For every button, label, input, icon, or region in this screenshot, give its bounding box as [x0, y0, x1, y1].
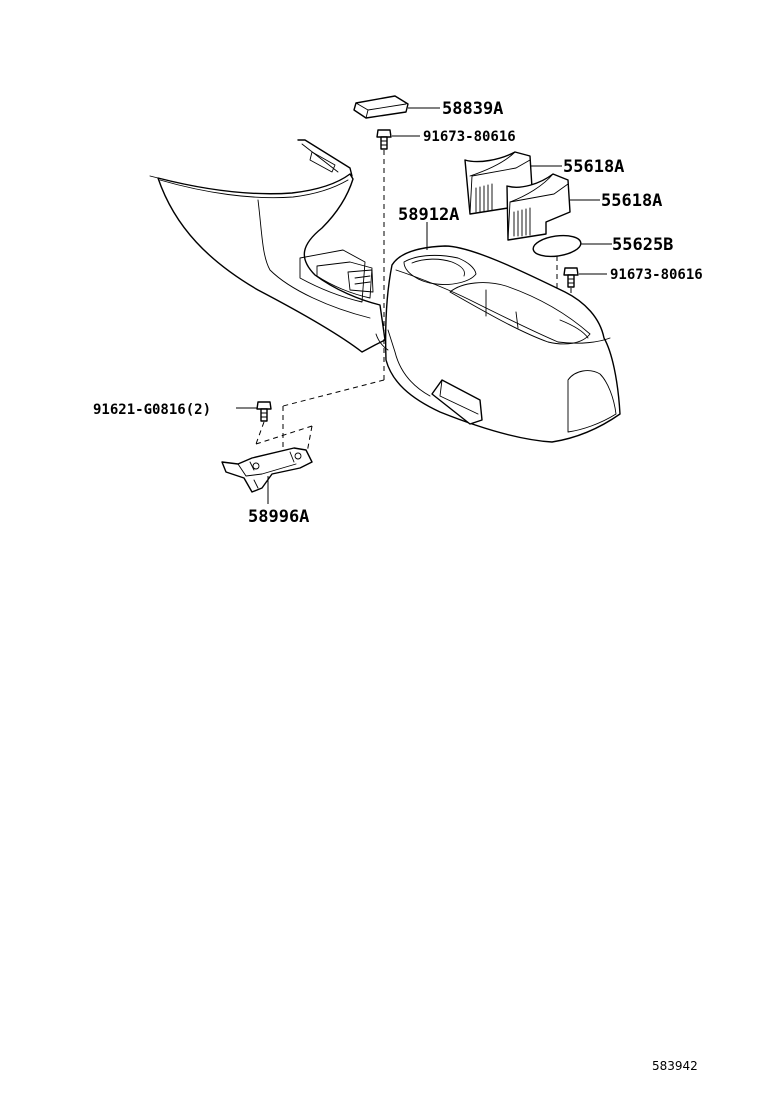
label-58996A: 58996A — [248, 507, 309, 527]
label-91673-right: 91673-80616 — [610, 267, 703, 283]
cap-58839A — [353, 95, 409, 119]
label-58912A: 58912A — [398, 205, 459, 225]
bracket-58996A — [221, 447, 313, 493]
screw-91673-right — [563, 267, 579, 288]
bolt-91621 — [256, 401, 272, 422]
label-55618A-upper: 55618A — [563, 157, 624, 177]
front-console-panel — [149, 139, 386, 353]
label-91621: 91621-G0816(2) — [93, 402, 211, 418]
mat-55625B — [532, 234, 582, 258]
label-55618A-lower: 55618A — [601, 191, 662, 211]
label-58839A: 58839A — [442, 99, 503, 119]
cupholder-55618A-lower — [506, 173, 571, 241]
illustration-ref-number: 583942 — [652, 1059, 698, 1073]
label-55625B: 55625B — [612, 235, 673, 255]
cupholder-55618A-upper — [464, 151, 533, 215]
screw-91673-top — [376, 129, 392, 150]
label-91673-top: 91673-80616 — [423, 129, 516, 145]
console-box-58912A — [375, 245, 621, 443]
